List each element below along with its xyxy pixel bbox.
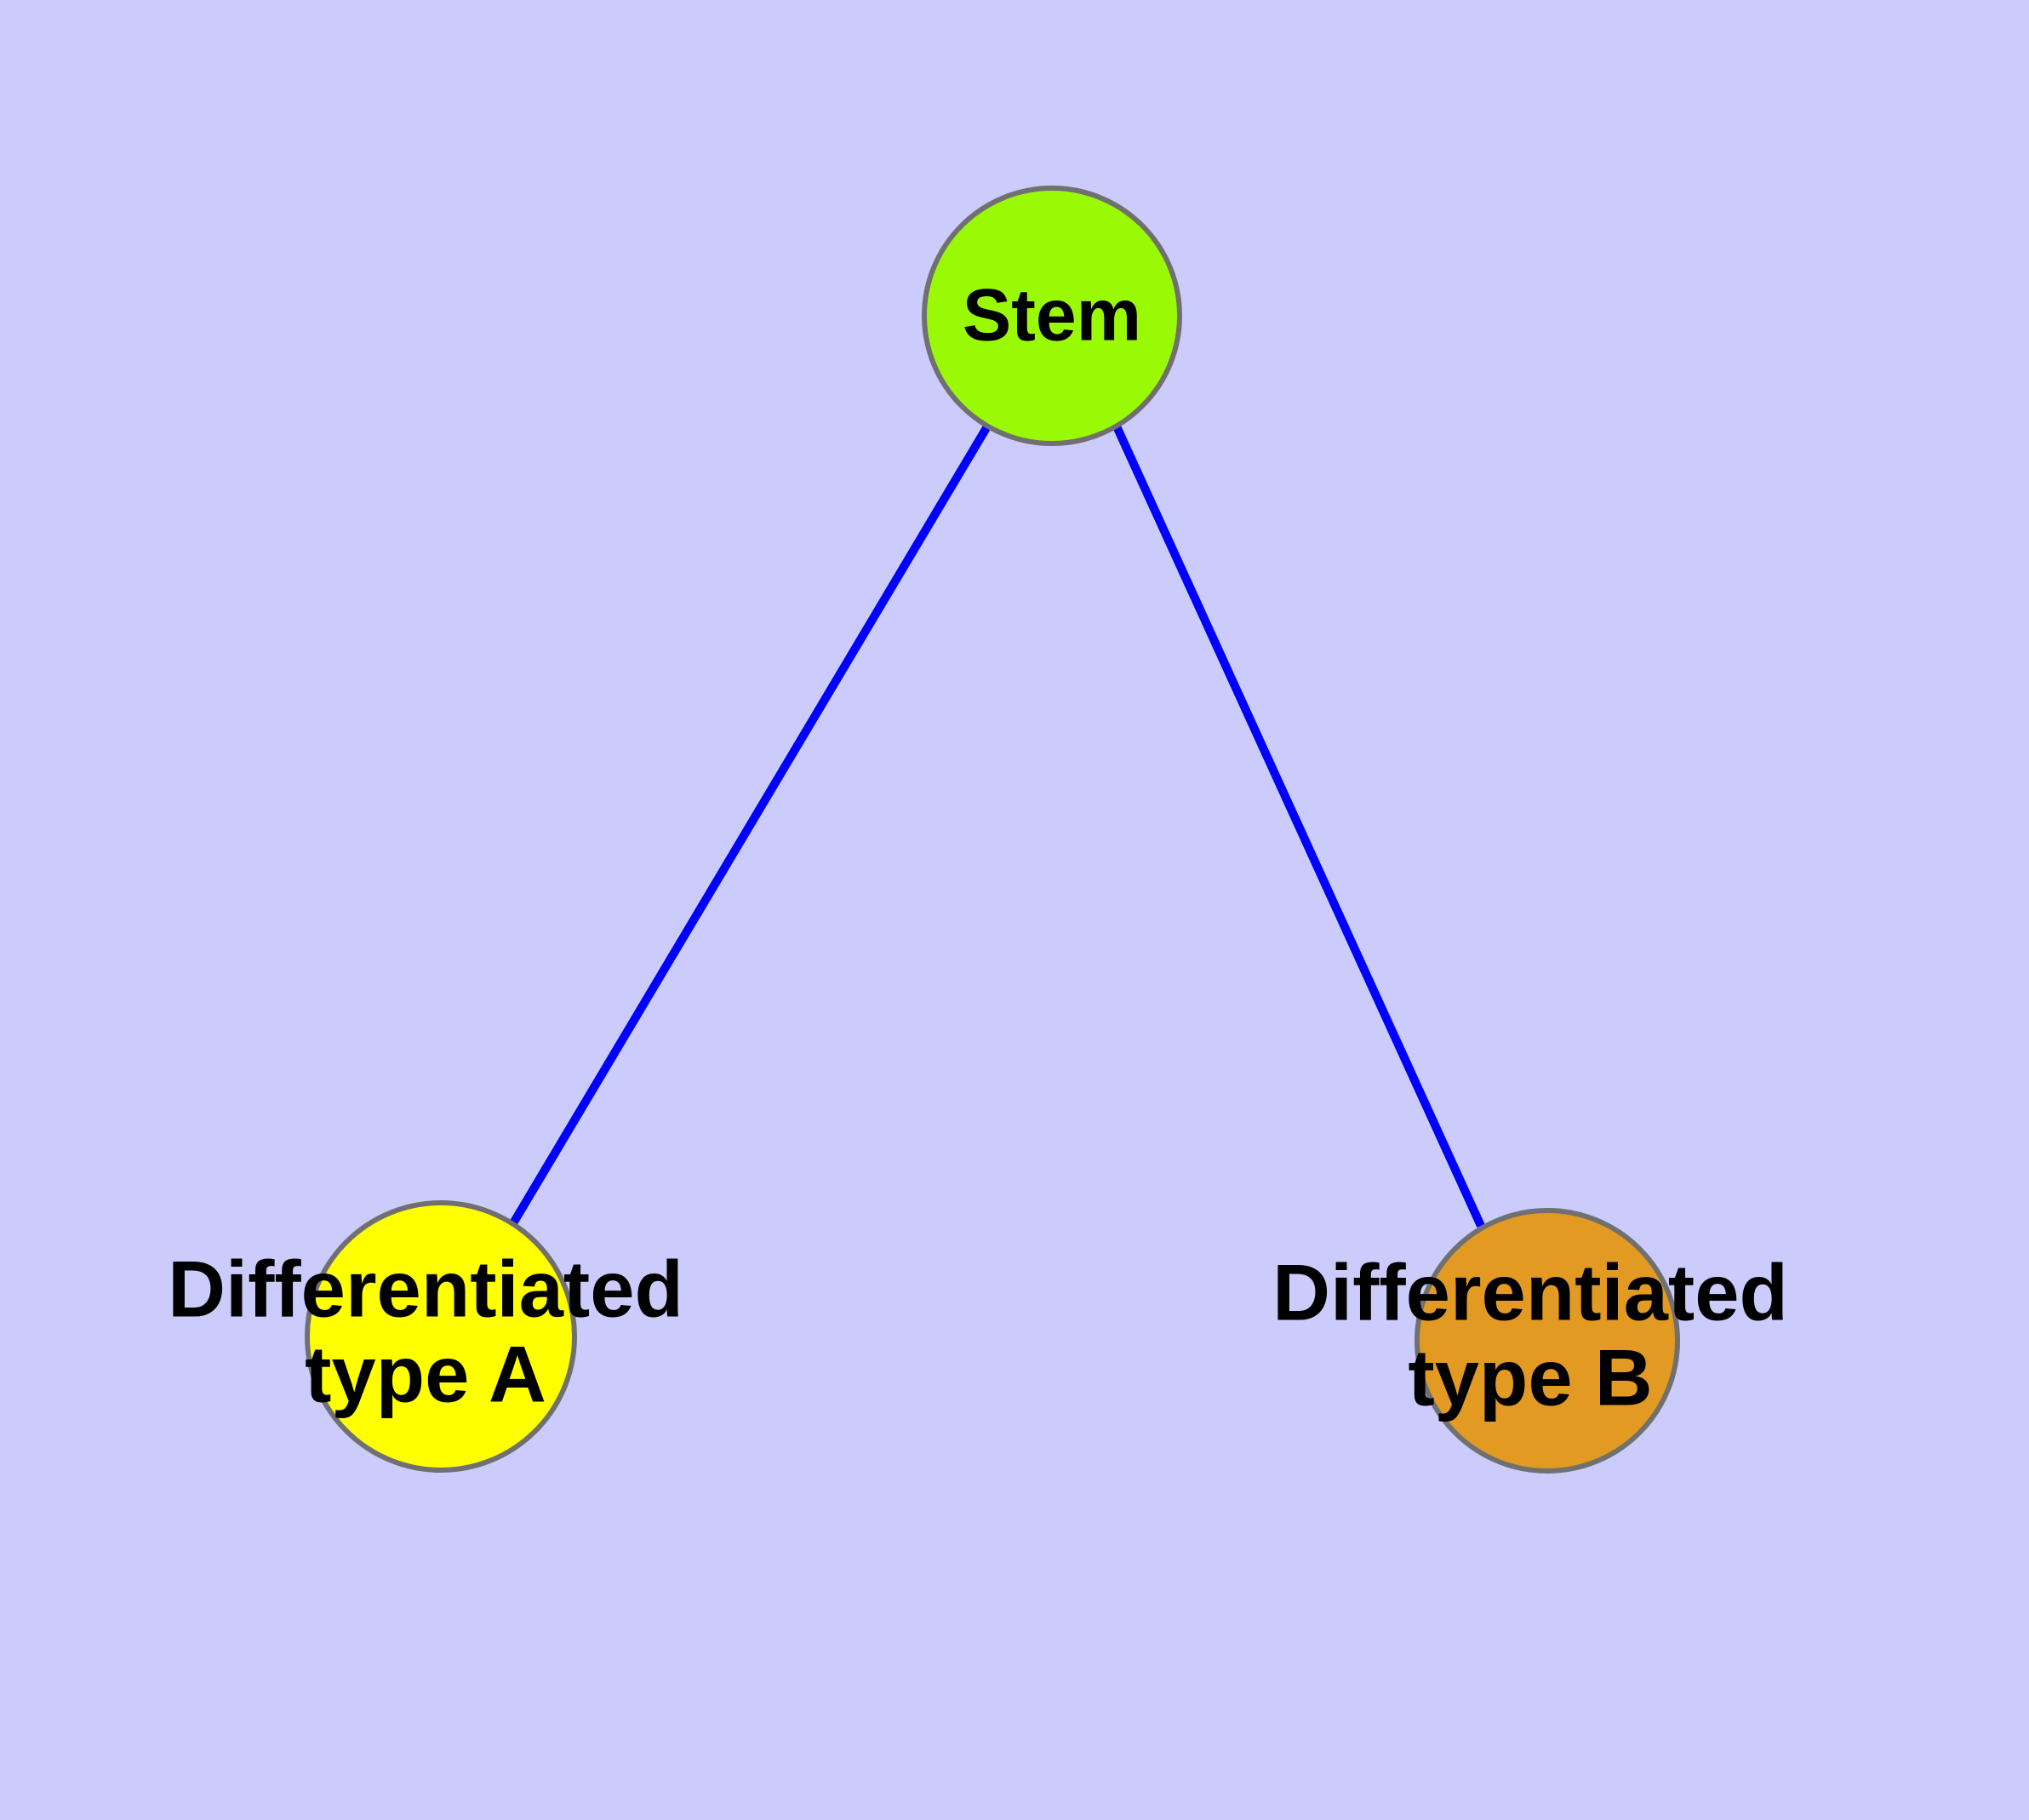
node-stem[interactable]: [922, 186, 1182, 446]
node-differentiated-type-a[interactable]: [305, 1200, 577, 1473]
node-differentiated-type-b[interactable]: [1415, 1208, 1680, 1474]
edge-layer: [506, 424, 1485, 1230]
edge-stem-to-differentiated-b[interactable]: [1112, 424, 1485, 1228]
edge-stem-to-differentiated-a[interactable]: [506, 424, 992, 1230]
node-layer: [305, 186, 1680, 1474]
